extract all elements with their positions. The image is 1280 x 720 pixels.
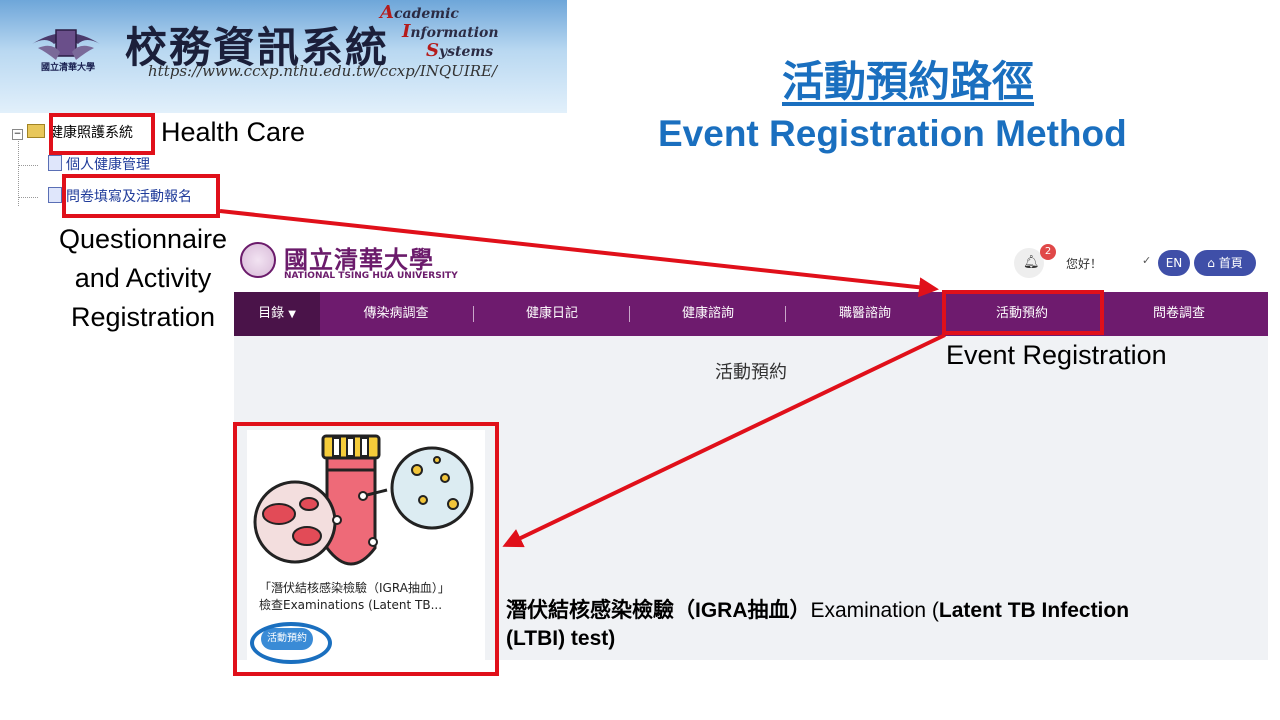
- highlight-event-card: [233, 422, 499, 676]
- nav-health-diary[interactable]: 健康日記: [525, 306, 578, 321]
- annotation-health-care: Health Care: [161, 117, 306, 147]
- university-emblem-icon: [32, 29, 100, 60]
- user-greeting[interactable]: 您好！: [1066, 257, 1103, 271]
- portal-header: 國立清華大學 NATIONAL TSING HUA UNIVERSITY 🔔︎ …: [234, 236, 1268, 292]
- nav-questionnaire[interactable]: 問卷調查: [1152, 306, 1205, 321]
- system-title-english: Academic Information Systems: [380, 2, 499, 61]
- annotation-event-registration: Event Registration: [946, 340, 1167, 370]
- notification-badge: 2: [1040, 244, 1056, 260]
- bell-icon: 🔔︎: [1023, 255, 1040, 270]
- system-tree-menu: −健康照護系統 個人健康管理 問卷填寫及活動報名: [10, 118, 250, 218]
- university-name-english: NATIONAL TSING HUA UNIVERSITY: [284, 271, 458, 281]
- tree-item-health-care-system[interactable]: −健康照護系統: [12, 124, 133, 141]
- chevron-down-icon[interactable]: ✓: [1142, 254, 1152, 267]
- emblem-caption: 國立清華大學: [40, 63, 95, 73]
- system-title: 校務資訊系統: [125, 23, 390, 72]
- content-title: 活動預約: [715, 362, 787, 383]
- event-card[interactable]: 「潛伏結核感染檢驗（IGRA抽血）」 檢查Examinations (Laten…: [247, 430, 485, 668]
- blood-test-illustration-icon: [253, 434, 474, 566]
- language-button[interactable]: EN: [1158, 250, 1190, 276]
- tree-item-questionnaire-registration[interactable]: 問卷填寫及活動報名: [48, 186, 192, 206]
- system-banner: 國立清華大學 校務資訊系統 Academic Information Syste…: [0, 0, 567, 113]
- home-icon: ⌂: [1207, 256, 1215, 270]
- nav-occupational-medicine[interactable]: 職醫諮詢: [838, 306, 891, 321]
- menu-dropdown[interactable]: 目錄 ▼: [234, 292, 320, 336]
- tree-item-personal-health[interactable]: 個人健康管理: [48, 154, 150, 174]
- highlight-register-button: [250, 622, 332, 664]
- portal-navbar: 目錄 ▼ 傳染病調查 健康日記 健康諮詢 職醫諮詢 活動預約 問卷調查: [234, 292, 1268, 336]
- chevron-down-icon: ▼: [288, 309, 296, 320]
- exam-description: 潛伏結核感染檢驗（IGRA抽血）Examination (Latent TB I…: [506, 599, 1130, 650]
- highlight-health-care: [49, 113, 155, 155]
- page-title-chinese: 活動預約路徑: [782, 57, 1035, 106]
- arrow-to-event-card: [502, 333, 946, 548]
- arrow-to-event-nav: [219, 209, 939, 298]
- event-card-title: 「潛伏結核感染檢驗（IGRA抽血）」 檢查Examinations (Laten…: [259, 581, 450, 612]
- nthu-seal-icon: [240, 242, 276, 278]
- document-icon: [48, 155, 62, 171]
- system-url: https://www.ccxp.nthu.edu.tw/ccxp/INQUIR…: [148, 62, 498, 80]
- folder-icon: [27, 124, 45, 138]
- university-name: 國立清華大學: [284, 245, 434, 274]
- highlight-questionnaire: [62, 174, 220, 218]
- highlight-nav-event: [942, 290, 1104, 335]
- nav-health-consultation[interactable]: 健康諮詢: [681, 306, 734, 321]
- notification-bell[interactable]: 🔔︎: [1014, 248, 1044, 278]
- nav-event-registration[interactable]: 活動預約: [995, 306, 1048, 321]
- page-title-english: Event Registration Method: [658, 113, 1127, 154]
- collapse-icon[interactable]: −: [12, 129, 23, 140]
- annotation-questionnaire: Questionnaire and Activity Registration: [58, 224, 228, 332]
- nav-infectious-disease-survey[interactable]: 傳染病調查: [363, 306, 429, 321]
- home-button[interactable]: ⌂ 首頁: [1194, 250, 1256, 276]
- document-icon: [48, 187, 62, 203]
